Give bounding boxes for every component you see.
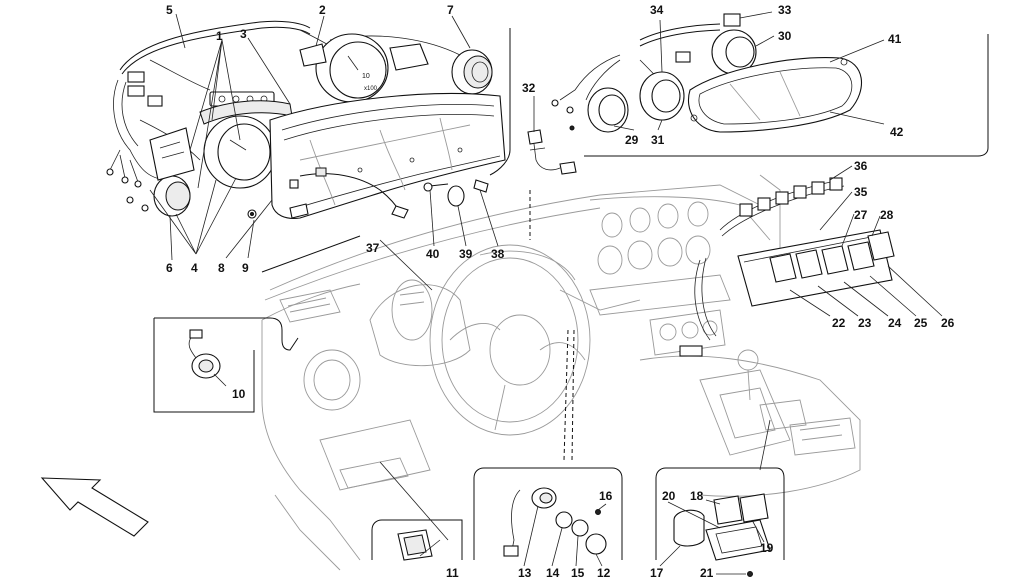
- callout-10: 10: [232, 387, 246, 401]
- dashboard-background: [261, 174, 861, 571]
- inset-console-switches: [655, 467, 785, 577]
- callout-20: 20: [662, 489, 676, 503]
- frame-line-right-cluster: [584, 34, 989, 157]
- frame-line-cluster: [489, 28, 511, 176]
- callout-35: 35: [854, 185, 868, 199]
- callout-27: 27: [854, 208, 868, 222]
- tach-unit-text: x100: [364, 86, 378, 92]
- callout-39: 39: [459, 247, 473, 261]
- callout-5: 5: [166, 3, 173, 17]
- callout-9: 9: [242, 261, 249, 275]
- callout-3: 3: [240, 27, 247, 41]
- dashed-leader-ignition-b: [571, 329, 575, 461]
- callout-2: 2: [319, 3, 326, 17]
- callout-8: 8: [218, 261, 225, 275]
- callout-23: 23: [858, 316, 872, 330]
- callout-7: 7: [447, 3, 454, 17]
- callout-31: 31: [651, 133, 665, 147]
- callout-1: 1: [216, 29, 223, 43]
- frame-line-37: [261, 235, 361, 273]
- callout-13: 13: [518, 566, 532, 580]
- callout-4: 4: [191, 261, 198, 275]
- callout-22: 22: [832, 316, 846, 330]
- part-32-sensor: [527, 129, 577, 175]
- callout-17: 17: [650, 566, 664, 580]
- callout-28: 28: [880, 208, 894, 222]
- callout-25: 25: [914, 316, 928, 330]
- callout-33: 33: [778, 3, 792, 17]
- callout-11: 11: [446, 566, 459, 580]
- callout-16: 16: [599, 489, 613, 503]
- callout-36: 36: [854, 159, 868, 173]
- inset-part-11: [371, 519, 463, 561]
- callout-42: 42: [890, 125, 904, 139]
- callout-6: 6: [166, 261, 173, 275]
- callout-40: 40: [426, 247, 440, 261]
- callout-26: 26: [941, 316, 955, 330]
- callout-14: 14: [546, 566, 560, 580]
- callout-15: 15: [571, 566, 585, 580]
- callout-12: 12: [597, 566, 611, 580]
- callout-30: 30: [778, 29, 792, 43]
- inset-part-10: [153, 317, 299, 413]
- inset-ignition-parts: [473, 467, 623, 560]
- callout-21: 21: [700, 566, 714, 580]
- dashed-leader-ignition-a: [563, 329, 569, 461]
- callout-37: 37: [366, 241, 380, 255]
- callout-numbers: 5 1 3 2 7 6 4 8 9 37 40 39 38 32 34 33 3…: [166, 3, 955, 580]
- direction-arrow-icon: [40, 477, 149, 537]
- secondary-gauge-cluster: [551, 13, 863, 133]
- callout-29: 29: [625, 133, 639, 147]
- callout-32: 32: [522, 81, 536, 95]
- callout-34: 34: [650, 3, 664, 17]
- tach-scale-text: 10: [362, 73, 370, 80]
- callout-18: 18: [690, 489, 704, 503]
- callout-38: 38: [491, 247, 505, 261]
- callout-19: 19: [760, 541, 774, 555]
- leader-lines: [149, 11, 943, 575]
- instrument-cluster-assembly: 10 x100: [106, 20, 506, 219]
- callout-41: 41: [888, 32, 902, 46]
- callout-24: 24: [888, 316, 902, 330]
- switch-panel-assembly: [679, 177, 895, 357]
